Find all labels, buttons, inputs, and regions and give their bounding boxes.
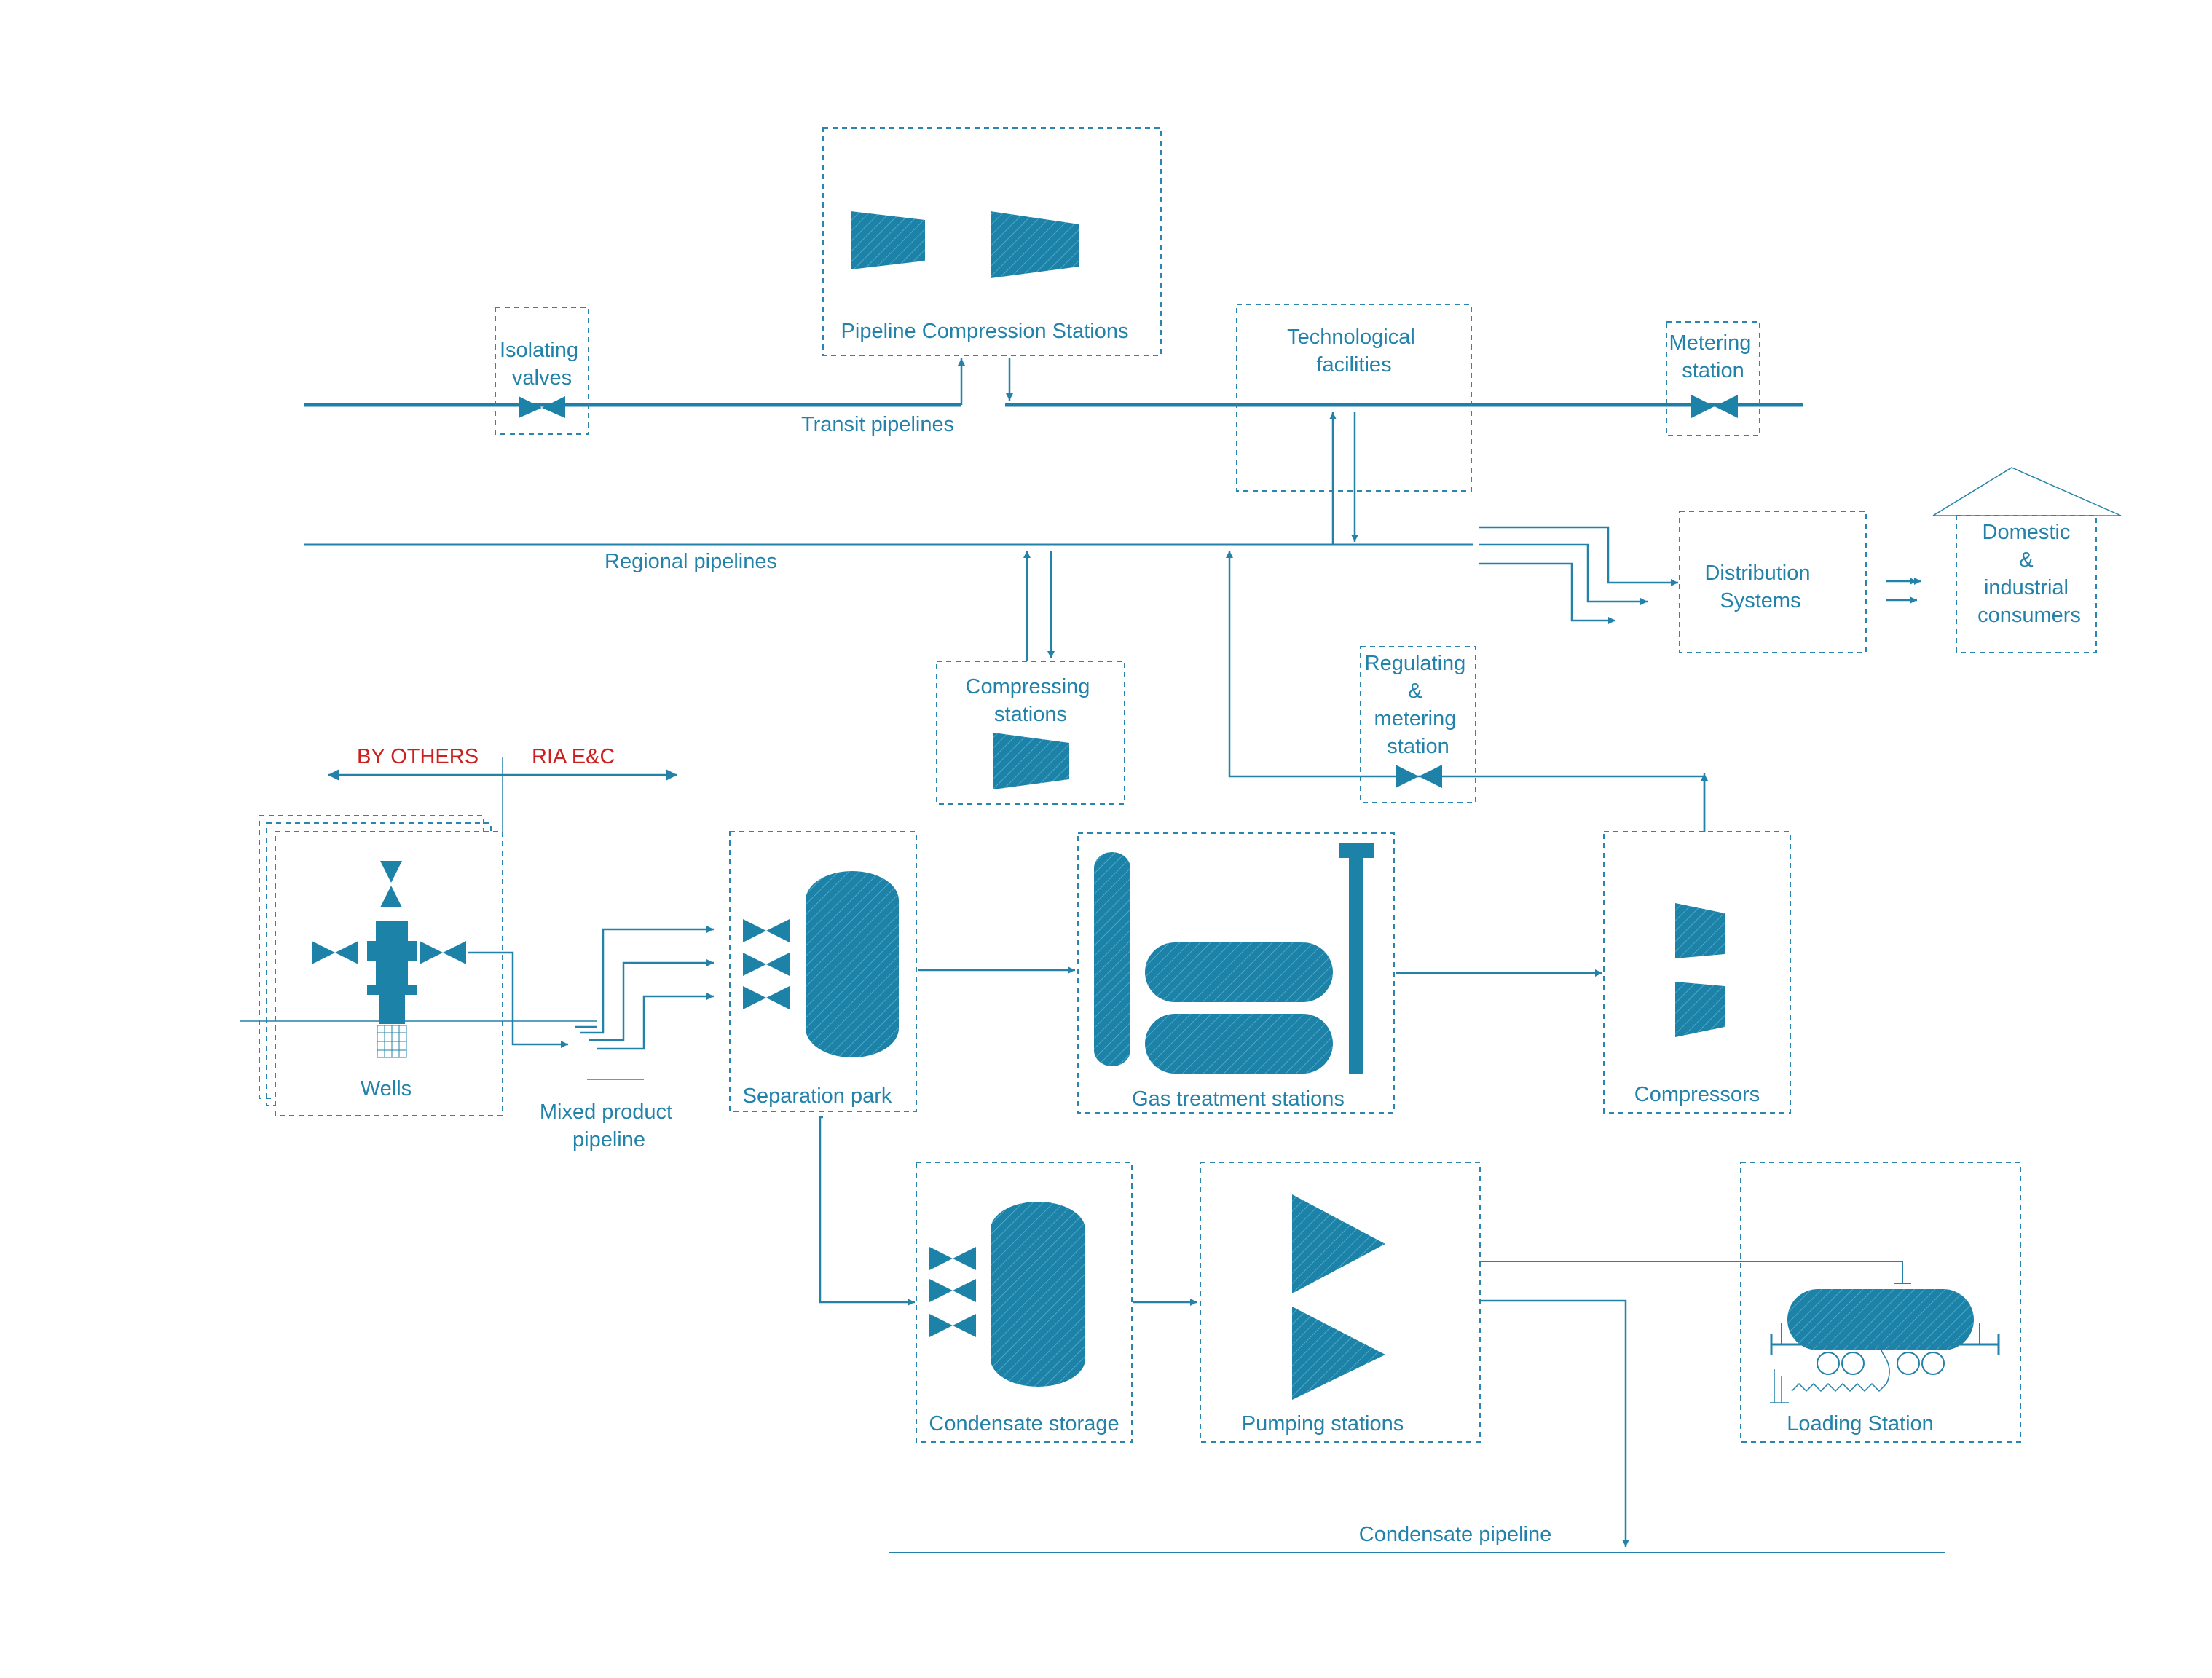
condensate-storage-label: Condensate storage bbox=[929, 1412, 1119, 1435]
compressor-icon bbox=[1675, 982, 1725, 1037]
distribution-flow bbox=[1479, 526, 1678, 586]
gas-treatment-stations-label: Gas treatment stations bbox=[1132, 1087, 1345, 1111]
isolating-valves-box bbox=[495, 307, 589, 435]
compressor-icon bbox=[1675, 903, 1725, 958]
condensate-pipeline-label: Condensate pipeline bbox=[1359, 1523, 1551, 1546]
horizontal-vessel-icon bbox=[1145, 942, 1333, 1002]
separation-park-section: Separation park bbox=[729, 831, 1075, 1306]
mixed-product-flow bbox=[589, 959, 714, 1041]
separation-park-label: Separation park bbox=[743, 1084, 892, 1108]
pumping-to-condensate-pipeline-flow bbox=[1481, 1299, 1629, 1547]
column-vessel-icon bbox=[1094, 852, 1130, 1066]
mixed-product-flow bbox=[597, 993, 714, 1050]
compressor-icon bbox=[993, 733, 1069, 789]
horizontal-vessel-icon bbox=[1145, 1014, 1333, 1074]
loading-station-label: Loading Station bbox=[1787, 1412, 1934, 1435]
by-others-label: BY OTHERS bbox=[357, 745, 479, 768]
valve-icon bbox=[542, 396, 565, 418]
distribution-systems-box bbox=[1679, 511, 1867, 653]
compressors-section: Compressors bbox=[1603, 831, 1791, 1114]
scope-boundary: BY OTHERS RIA E&C bbox=[328, 745, 677, 838]
house-roof-icon bbox=[1932, 467, 2122, 516]
valve-icon bbox=[519, 396, 542, 418]
technological-facilities-box bbox=[1236, 304, 1472, 492]
compressors-to-regional-flow bbox=[1226, 551, 1706, 832]
mixed-product-flow bbox=[468, 951, 568, 1048]
valve-manifold-icon bbox=[929, 1247, 976, 1337]
regional-pipeline-section: Regional pipelines Compressing stations … bbox=[304, 467, 2122, 805]
regulating-metering-station-label: Regulating & metering station bbox=[1365, 652, 1472, 758]
pipeline-compression-stations-label: Pipeline Compression Stations bbox=[841, 320, 1129, 343]
rail-tank-car-icon bbox=[1770, 1289, 2000, 1403]
pipeline-compression-stations-box bbox=[822, 127, 1162, 356]
valve-manifold-icon bbox=[743, 919, 790, 1009]
domestic-consumers-box bbox=[1956, 515, 2097, 653]
pump-icon bbox=[1292, 1307, 1385, 1400]
stack-icon bbox=[1349, 858, 1363, 1074]
distribution-flow bbox=[1479, 543, 1648, 605]
mixed-product-pipeline-label: Mixed product pipeline bbox=[540, 1100, 678, 1151]
regulating-metering-section: Regulating & metering station bbox=[1226, 551, 1708, 832]
compressing-stations-label: Compressing stations bbox=[966, 675, 1096, 726]
compressor-icon bbox=[991, 211, 1079, 278]
compressing-stations-box bbox=[936, 661, 1125, 805]
pump-icon bbox=[1292, 1194, 1385, 1293]
stack-icon bbox=[1339, 843, 1374, 858]
distribution-flow bbox=[1479, 562, 1615, 624]
isolating-valves-label: Isolating valves bbox=[500, 339, 584, 390]
metering-station-label: Metering station bbox=[1669, 331, 1758, 382]
separation-park-box bbox=[729, 831, 917, 1112]
wellhead-icon bbox=[312, 861, 466, 1058]
wells-label: Wells bbox=[361, 1077, 412, 1100]
ria-ec-label: RIA E&C bbox=[532, 745, 615, 768]
condensate-pipeline-section: Condensate pipeline bbox=[889, 1523, 1945, 1553]
loading-station-section: Loading Station bbox=[1740, 1162, 2021, 1443]
storage-tank-icon bbox=[991, 1202, 1085, 1387]
domestic-consumers-label: Domestic & industrial consumers bbox=[1977, 521, 2081, 627]
gas-treatment-section: Gas treatment stations bbox=[1077, 832, 1602, 1114]
technological-facilities-label: Technological facilities bbox=[1287, 326, 1421, 377]
compressor-icon bbox=[851, 211, 925, 269]
valve-icon bbox=[1715, 395, 1738, 418]
valve-icon bbox=[1691, 395, 1715, 418]
pumping-to-loading-flow bbox=[1481, 1261, 1903, 1283]
condensate-storage-section: Condensate storage bbox=[916, 1162, 1197, 1443]
pumping-stations-section: Pumping stations bbox=[1200, 1162, 1911, 1547]
condensate-storage-box bbox=[916, 1162, 1133, 1443]
pumping-stations-box bbox=[1200, 1162, 1481, 1443]
gas-treatment-stations-box bbox=[1077, 832, 1395, 1114]
separator-vessel-icon bbox=[806, 871, 899, 1057]
pumping-stations-label: Pumping stations bbox=[1242, 1412, 1404, 1435]
regulating-metering-station-box bbox=[1360, 646, 1476, 803]
mixed-product-flow bbox=[580, 926, 714, 1034]
separation-to-condensate-flow bbox=[819, 1116, 915, 1306]
regional-pipelines-label: Regional pipelines bbox=[605, 550, 777, 573]
wells-section: Wells Mixed product pipeline bbox=[240, 815, 714, 1151]
loading-station-box bbox=[1740, 1162, 2021, 1443]
compressors-box bbox=[1603, 831, 1791, 1114]
distribution-systems-label: Distribution Systems bbox=[1704, 562, 1816, 612]
compressors-label: Compressors bbox=[1634, 1083, 1760, 1106]
transit-pipelines-label: Transit pipelines bbox=[801, 413, 954, 436]
transit-pipeline-section: Transit pipelines Pipeline Compression S… bbox=[304, 127, 1803, 545]
